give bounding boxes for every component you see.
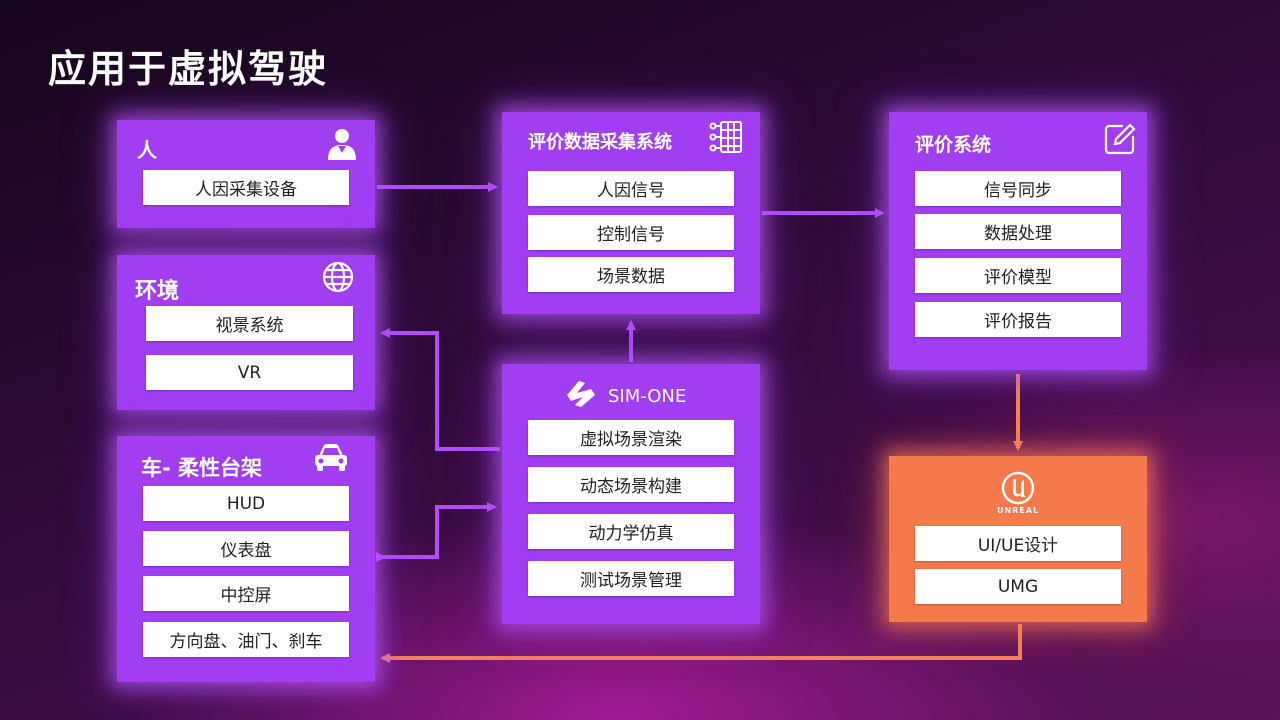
vehicle-item-2: 中控屏	[143, 576, 349, 611]
panel-vehicle: 车- 柔性台架 HUD 仪表盘 中控屏 方向盘、油门、刹车	[117, 436, 375, 682]
data-collection-item-2: 场景数据	[528, 257, 734, 292]
unreal-logo-icon	[1000, 470, 1036, 510]
evaluation-item-3: 评价报告	[915, 302, 1121, 337]
person-icon	[324, 126, 360, 166]
panel-data-collection: 评价数据采集系统 人因信号 控制信号 场景数据	[502, 112, 760, 314]
panel-sim-one: SIM-ONE 虚拟场景渲染 动态场景构建 动力学仿真 测试场景管理	[502, 364, 760, 624]
unreal-logo-text: UNREAL	[996, 506, 1040, 515]
globe-icon	[321, 260, 355, 298]
environment-item-1: VR	[146, 355, 353, 390]
panel-environment-title: 环境	[135, 279, 180, 304]
sim-one-item-1: 动态场景构建	[528, 467, 734, 502]
panel-evaluation-title: 评价系统	[915, 134, 992, 156]
environment-item-0: 视景系统	[146, 306, 353, 341]
panel-sim-one-title: SIM-ONE	[608, 386, 687, 407]
edit-icon	[1103, 122, 1137, 160]
sim-one-item-3: 测试场景管理	[528, 561, 734, 596]
unreal-item-1: UMG	[915, 569, 1121, 604]
evaluation-item-2: 评价模型	[915, 258, 1121, 293]
vehicle-item-0: HUD	[143, 486, 349, 521]
page-title: 应用于虚拟驾驶	[48, 47, 329, 91]
arrow-unreal-to-vehicle	[380, 624, 1022, 663]
panel-evaluation: 评价系统 信号同步 数据处理 评价模型 评价报告	[889, 112, 1147, 370]
panel-environment: 环境 视景系统 VR	[117, 255, 375, 410]
panel-unreal: UNREAL UI/UE设计 UMG	[889, 456, 1147, 622]
arrow-simone-to-environment	[380, 328, 500, 451]
sim-one-logo-icon	[565, 379, 597, 413]
person-item-0: 人因采集设备	[143, 170, 349, 205]
sim-one-item-2: 动力学仿真	[528, 514, 734, 549]
panel-data-collection-title: 评价数据采集系统	[528, 132, 672, 153]
vehicle-item-1: 仪表盘	[143, 531, 349, 566]
evaluation-item-1: 数据处理	[915, 214, 1121, 249]
data-grid-icon	[709, 120, 745, 158]
data-collection-item-1: 控制信号	[528, 215, 734, 250]
vehicle-item-3: 方向盘、油门、刹车	[143, 622, 349, 657]
panel-person: 人 人因采集设备	[117, 120, 375, 228]
data-collection-item-0: 人因信号	[528, 171, 734, 206]
arrow-vehicle-simone-bidirectional	[376, 502, 497, 562]
sim-one-item-0: 虚拟场景渲染	[528, 420, 734, 455]
panel-vehicle-title: 车- 柔性台架	[141, 456, 263, 480]
car-icon	[313, 442, 349, 478]
evaluation-item-0: 信号同步	[915, 171, 1121, 206]
unreal-item-0: UI/UE设计	[915, 526, 1121, 561]
panel-person-title: 人	[137, 138, 157, 162]
